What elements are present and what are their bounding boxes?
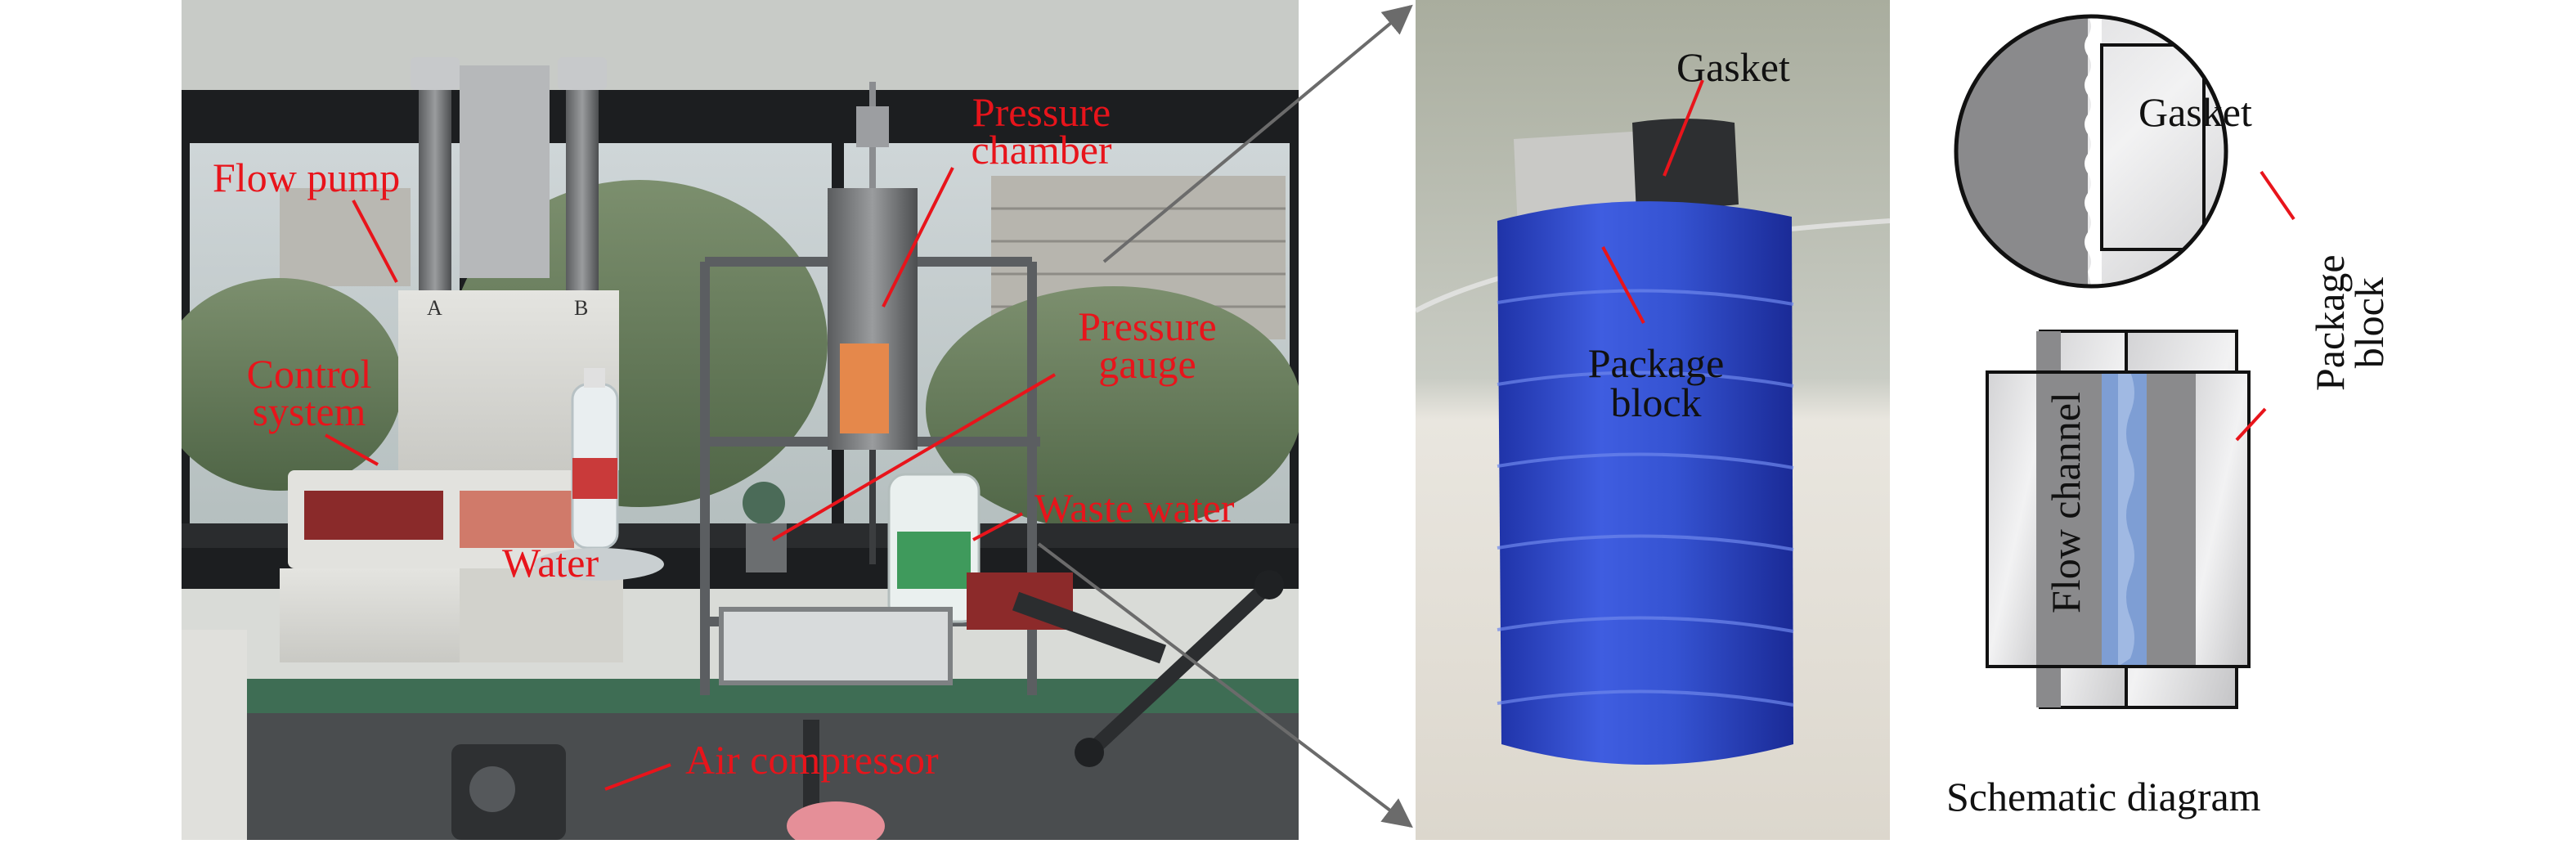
- schematic-diagram: [1938, 0, 2576, 840]
- label-flow-pump: Flow pump: [213, 155, 401, 200]
- label-pressure-chamber: Pressure chamber: [970, 89, 1113, 173]
- label-gasket-schematic: Gasket: [2138, 89, 2252, 135]
- label-package-block-photo-line2: block: [1610, 379, 1702, 425]
- label-water: Water: [502, 540, 599, 586]
- label-pressure-chamber-line1: Pressure: [972, 89, 1111, 135]
- schematic-caption: Schematic diagram: [1946, 774, 2261, 819]
- label-control-system: Control system: [240, 351, 379, 434]
- label-waste-water: Waste water: [1034, 485, 1235, 531]
- sample-photo: [1416, 0, 1890, 840]
- label-pressure-gauge-line2: gauge: [1098, 341, 1196, 387]
- label-air-compressor: Air compressor: [685, 737, 939, 783]
- block-assembly: [1986, 330, 2251, 709]
- label-flow-channel: Flow channel: [2043, 392, 2089, 613]
- label-package-block-photo: Package block: [1574, 340, 1738, 425]
- label-package-block-photo-line1: Package: [1587, 340, 1725, 386]
- magnified-view: [1956, 16, 2226, 286]
- label-control-system-line1: Control: [246, 351, 372, 397]
- schematic-drawing: [1954, 14, 2251, 709]
- label-control-system-line2: system: [252, 388, 366, 434]
- label-package-block-schematic-line2: block: [2346, 277, 2392, 369]
- sample-illustration: [1416, 0, 1890, 840]
- svg-text:B: B: [574, 296, 588, 320]
- svg-text:A: A: [427, 296, 442, 320]
- label-package-block-schematic: Package block: [2307, 254, 2392, 391]
- label-pressure-chamber-line2: chamber: [971, 127, 1112, 173]
- label-pressure-gauge-line1: Pressure: [1078, 303, 1217, 349]
- label-gasket-photo: Gasket: [1676, 44, 1790, 90]
- label-pressure-gauge: Pressure gauge: [1066, 303, 1229, 387]
- label-package-block-schematic-line1: Package: [2307, 254, 2353, 391]
